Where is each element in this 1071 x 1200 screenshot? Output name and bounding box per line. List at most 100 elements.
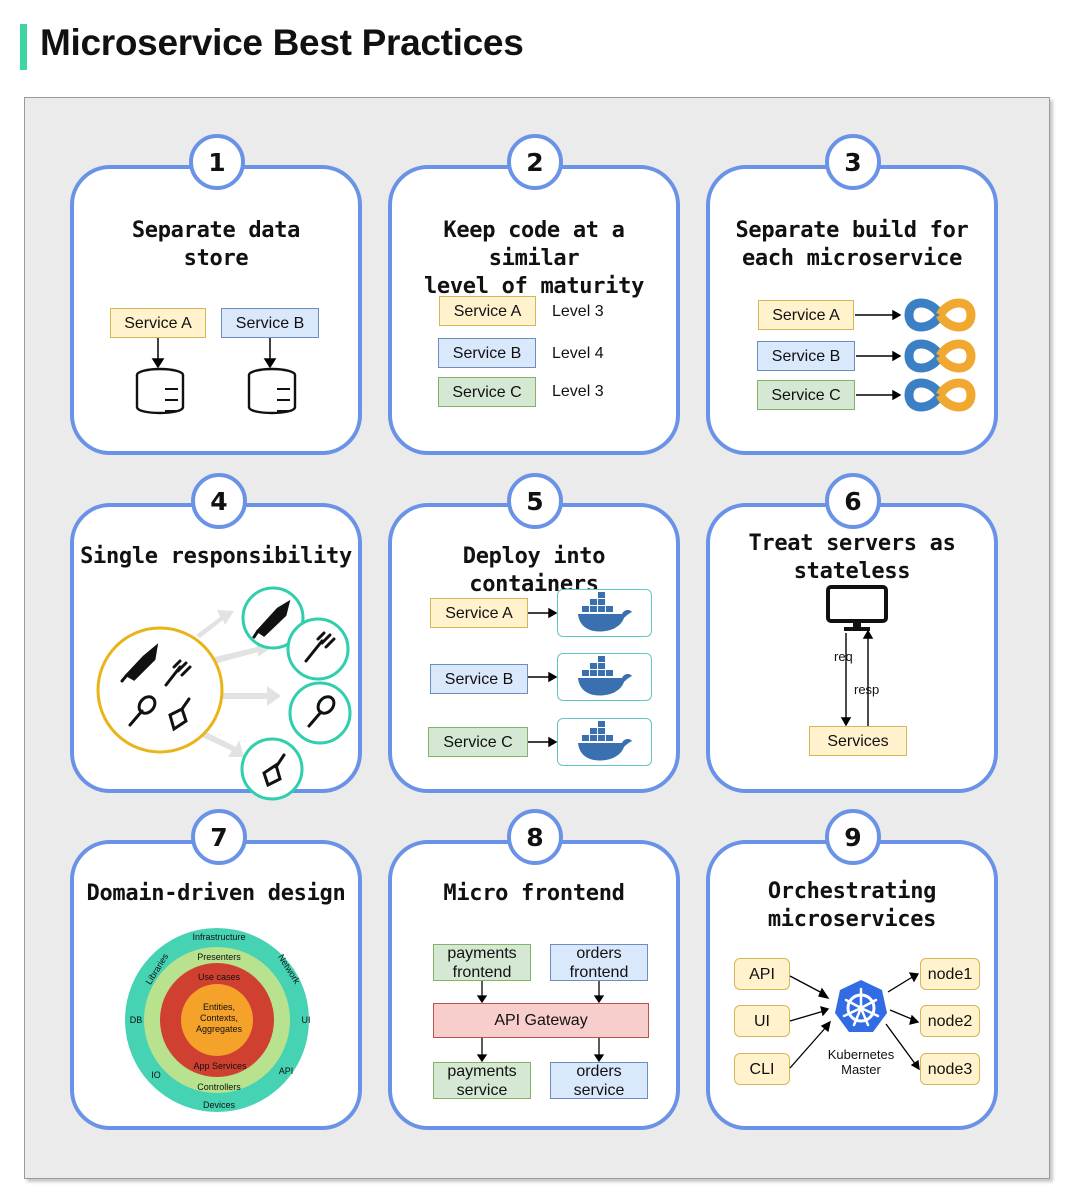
card-title: Separate build for each microservice	[710, 217, 994, 273]
card-title-line: Keep code at a similar	[443, 218, 625, 271]
box-label-line: frontend	[569, 963, 629, 981]
orchestration-arrows	[789, 972, 920, 1071]
ci-cd-loop-icon	[904, 339, 976, 373]
step-number-badge: 1	[189, 134, 245, 190]
build-arrows	[855, 309, 902, 401]
orders-service-box: orders service	[550, 1062, 648, 1099]
ui-input-box: UI	[734, 1005, 790, 1037]
node2-box: node2	[920, 1005, 980, 1037]
maturity-level: Level 3	[552, 383, 604, 400]
service-a-box: Service A	[430, 598, 528, 628]
service-c-box: Service C	[757, 380, 855, 410]
service-a-box: Service A	[439, 296, 536, 326]
ci-cd-loop-icon	[904, 298, 976, 332]
step-number-badge: 4	[191, 473, 247, 529]
page-title: Microservice Best Practices	[40, 22, 524, 63]
database-icon	[135, 367, 185, 415]
card-title-line: Separate build for	[735, 218, 969, 243]
card-code-maturity: Keep code at a similar level of maturity…	[388, 165, 680, 455]
req-label: req	[834, 649, 853, 664]
service-a-box: Service A	[110, 308, 206, 338]
ddd-onion-diagram	[125, 928, 309, 1112]
card-title: Micro frontend	[443, 881, 625, 906]
card-title-line: Treat servers as	[748, 531, 956, 556]
card-title: Treat servers as stateless	[710, 530, 994, 586]
api-gateway-box: API Gateway	[433, 1003, 649, 1038]
docker-whale-icon	[578, 656, 632, 696]
orders-frontend-box: orders frontend	[550, 944, 648, 981]
card-title: Orchestrating microservices	[710, 878, 994, 934]
box-label-line: orders	[576, 944, 622, 962]
node3-box: node3	[920, 1053, 980, 1085]
box-label-line: orders	[576, 1062, 622, 1080]
ring-label: Controllers	[197, 1082, 241, 1092]
kubernetes-icon	[835, 980, 887, 1032]
api-input-box: API	[734, 958, 790, 990]
ring-label: DB	[129, 1015, 143, 1025]
maturity-level: Level 3	[552, 303, 604, 320]
card-title-line: store	[183, 246, 249, 271]
ring-label: API	[278, 1066, 294, 1076]
card-title-line: each microservice	[741, 246, 963, 271]
card-micro-frontend: Micro frontend payments frontend orders …	[388, 840, 680, 1130]
ring-label: UI	[301, 1015, 311, 1025]
service-b-box: Service B	[438, 338, 536, 368]
ring-label: App Services	[193, 1061, 247, 1071]
card-title: Separate data store	[74, 217, 358, 273]
card-title-line: stateless	[793, 559, 911, 584]
box-label-line: payments	[447, 1062, 517, 1080]
card-title: Domain-driven design	[86, 881, 346, 906]
card-stateless-servers: Treat servers as stateless req resp Serv…	[706, 503, 998, 793]
ring-label: Presenters	[197, 952, 241, 962]
card-single-responsibility: Single responsibility	[70, 503, 362, 801]
card-separate-data-store: Separate data store Service A Service B	[70, 165, 362, 455]
req-resp-arrows	[840, 629, 874, 727]
card-title: Single responsibility	[80, 544, 352, 569]
cli-input-box: CLI	[734, 1053, 790, 1085]
box-label-line: service	[573, 1081, 625, 1099]
card-domain-driven-design: Domain-driven design Infrastructure Pres…	[70, 840, 362, 1130]
service-a-box: Service A	[758, 300, 854, 330]
card-title-line: Separate data	[131, 218, 301, 243]
ring-label: Use cases	[197, 972, 241, 982]
core-label-line: Contexts,	[199, 1013, 239, 1023]
docker-whale-icon	[578, 721, 632, 761]
service-b-box: Service B	[430, 664, 528, 694]
step-number-badge: 9	[825, 809, 881, 865]
step-number-badge: 2	[507, 134, 563, 190]
box-label-line: service	[456, 1081, 508, 1099]
core-label: Entities, Contexts, Aggregates	[187, 1002, 251, 1035]
service-b-box: Service B	[221, 308, 319, 338]
card-title: Keep code at a similar level of maturity	[392, 217, 676, 301]
ring-label: IO	[151, 1070, 161, 1080]
payments-frontend-box: payments frontend	[433, 944, 531, 981]
service-c-box: Service C	[438, 377, 536, 407]
card-deploy-containers: Deploy into containers Service A Service…	[388, 503, 680, 793]
docker-whale-icon	[578, 592, 632, 632]
gateway-arrows	[476, 981, 605, 1063]
service-b-box: Service B	[757, 341, 855, 371]
services-box: Services	[809, 726, 907, 756]
monitor-icon	[826, 585, 888, 631]
core-label-line: Entities,	[202, 1002, 235, 1012]
maturity-level: Level 4	[552, 345, 604, 362]
card-title-line: level of maturity	[423, 274, 645, 299]
step-number-badge: 7	[191, 809, 247, 865]
payments-service-box: payments service	[433, 1062, 531, 1099]
database-icon	[247, 367, 297, 415]
resp-label: resp	[854, 682, 880, 697]
ring-label: Infrastructure	[192, 932, 246, 942]
label-line: Kubernetes	[827, 1047, 895, 1062]
container-arrows	[528, 607, 558, 748]
card-title-line: microservices	[767, 907, 937, 932]
split-arrows	[196, 610, 281, 757]
step-number-badge: 5	[507, 473, 563, 529]
responsibility-diagram	[96, 586, 352, 801]
data-store-arrows	[151, 338, 277, 369]
node1-box: node1	[920, 958, 980, 990]
kubernetes-master-label: Kubernetes Master	[816, 1047, 906, 1077]
box-label-line: payments	[447, 944, 517, 962]
card-orchestrating: Orchestrating microservices API UI CLI n…	[706, 840, 998, 1130]
ci-cd-loop-icon	[904, 378, 976, 412]
step-number-badge: 8	[507, 809, 563, 865]
